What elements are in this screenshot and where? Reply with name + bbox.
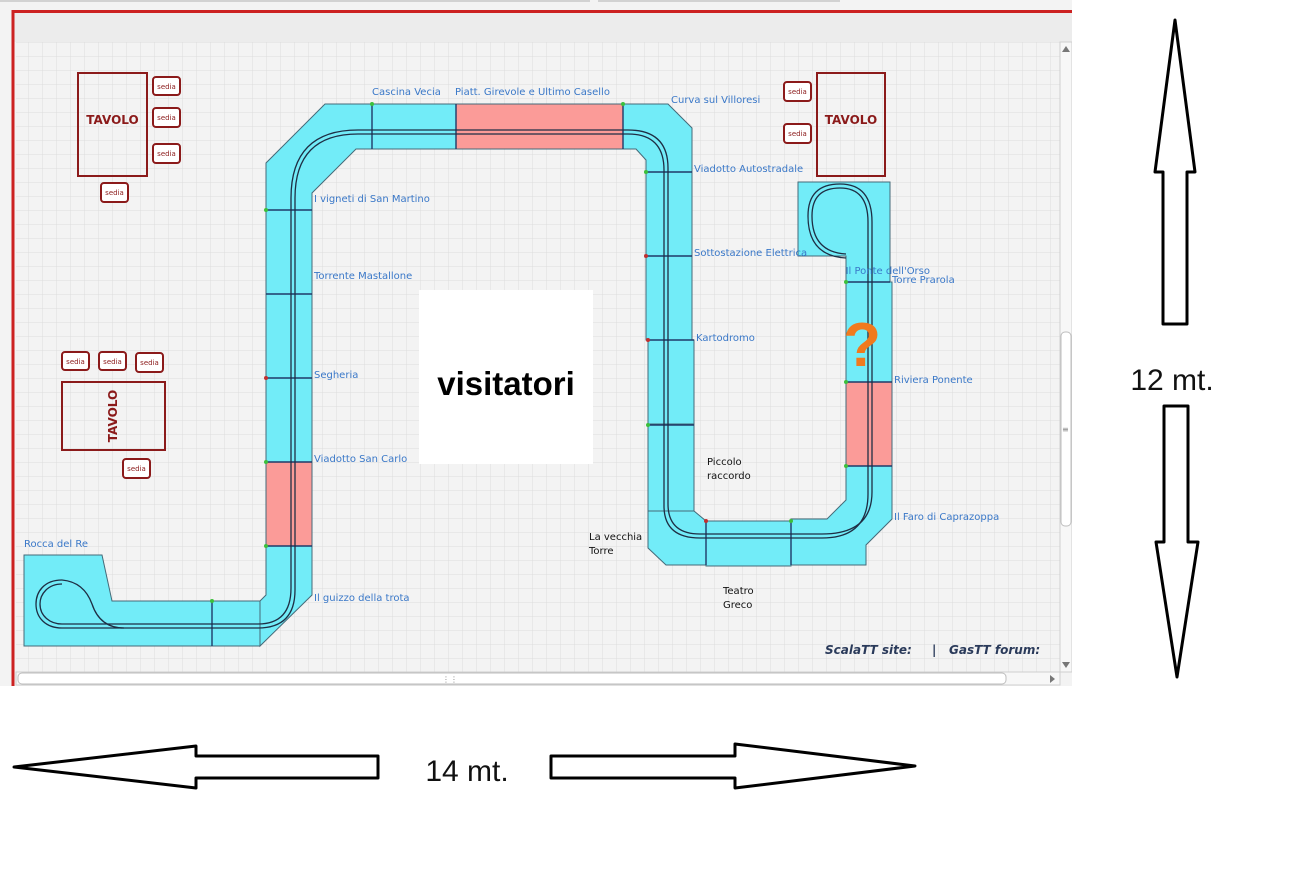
svg-text:sedia: sedia [127,465,146,473]
svg-text:sedia: sedia [140,359,159,367]
track-layout-diagram: ≡ ⋮⋮ [0,0,1072,686]
layout-editor-window: ≡ ⋮⋮ [0,0,1072,686]
width-arrow-right-icon [549,742,917,790]
question-mark: ? [843,311,881,380]
label-torre-prarola: Torre Prarola [891,275,955,286]
scroll-down-arrow-icon[interactable] [1062,662,1070,668]
label-viadotto-san-carlo: Viadotto San Carlo [314,454,407,465]
track-torrente[interactable] [265,293,313,379]
table-label: TAVOLO [106,390,120,442]
label-faro-caprazoppa: Il Faro di Caprazoppa [894,512,999,523]
label-guizzo-trota: Il guizzo della trota [314,593,410,604]
table-rect[interactable] [61,381,166,451]
scroll-up-arrow-icon[interactable] [1062,46,1070,52]
label-curva-villoresi: Curva sul Villoresi [671,95,760,106]
label-riviera-ponente: Riviera Ponente [894,375,973,386]
chair[interactable]: sedia [783,81,812,102]
track-prarola[interactable] [845,281,893,383]
track-vigneti[interactable] [265,209,313,295]
track-kartodromo[interactable] [647,339,695,425]
height-dimension-label: 12 mt. [1130,364,1213,397]
table-2: TAVOLO sedia sedia [783,72,886,177]
footer: ScalaTT site: | GasTT forum: [825,643,1040,657]
chair[interactable]: sedia [61,351,90,371]
scroll-grip-h-icon: ⋮⋮ [442,675,458,684]
chair[interactable]: sedia [152,76,181,96]
note-teatro-greco-2: Greco [723,600,752,611]
vertical-scrollbar-thumb[interactable] [1060,331,1072,527]
chair[interactable]: sedia [135,352,164,373]
rail-lines [35,129,873,629]
scroll-right-arrow-icon[interactable] [1050,675,1055,683]
svg-text:sedia: sedia [103,358,122,366]
svg-text:sedia: sedia [788,88,807,96]
table-3: TAVOLO sedia sedia sedia sedia [61,351,166,479]
label-ponte-orso: Il Ponte dell'Orso [846,266,930,277]
svg-text:sedia: sedia [157,83,176,91]
gastt-forum-link[interactable]: GasTT forum: [949,643,1040,657]
label-cascina-vecia: Cascina Vecia [372,87,441,98]
track-teatro-greco[interactable] [705,520,792,567]
chair[interactable]: sedia [100,182,129,203]
rail-rocca-spur [61,579,125,629]
label-segheria: Segheria [314,370,358,381]
svg-text:sedia: sedia [157,114,176,122]
highlight-sections [265,103,893,547]
chair[interactable]: sedia [98,351,127,371]
height-arrow-down-icon [1154,404,1200,679]
note-vecchia-torre-1: La vecchia [589,532,642,543]
note-piccolo-raccordo-1: Piccolo [707,457,742,468]
chair[interactable]: sedia [783,123,812,144]
window-top-strip [12,12,1072,42]
label-piatt-girevole: Piatt. Girevole e Ultimo Casello [455,87,610,98]
label-torrente-mastallone: Torrente Mastallone [313,271,412,282]
highlight-riviera-ponente[interactable] [845,381,893,467]
visitors-label: visitatori [437,365,575,402]
junction-dots [210,102,848,603]
table-label: TAVOLO [86,113,138,127]
scroll-grip-icon: ≡ [1062,425,1069,434]
rail-outer-loop [35,133,869,629]
visitors-area [419,290,593,464]
note-teatro-greco-1: Teatro [722,586,754,597]
label-kartodromo: Kartodromo [696,333,755,344]
label-vigneti-san-martino: I vigneti di San Martino [314,194,430,205]
svg-text:sedia: sedia [157,150,176,158]
table-label: TAVOLO [825,113,877,127]
section-labels: Rocca del Re Il guizzo della trota Viado… [24,87,999,604]
svg-text:sedia: sedia [788,130,807,138]
scalatt-site-link[interactable]: ScalaTT site: [825,643,912,657]
label-rocca-del-re: Rocca del Re [24,539,88,550]
rail-inner-loop [39,129,873,625]
svg-text:sedia: sedia [66,358,85,366]
track-faro[interactable] [790,465,893,566]
label-sottostazione: Sottostazione Elettrica [694,248,807,259]
height-arrow-up-icon [1153,18,1197,326]
chair[interactable]: sedia [152,107,181,128]
section-joints [211,104,892,646]
track-cascina-vecia[interactable] [371,103,457,150]
chair[interactable]: sedia [122,458,151,479]
footer-separator: | [932,643,936,657]
horizontal-scrollbar-thumb[interactable] [17,672,1007,685]
width-dimension-label: 14 mt. [425,755,508,788]
table-1: TAVOLO sedia sedia sedia sedia [77,72,181,203]
label-viadotto-autostradale: Viadotto Autostradale [694,164,803,175]
track-sottostazione[interactable] [645,255,693,341]
table-rect[interactable] [816,72,886,177]
annotation-labels: Piccolo raccordo La vecchia Torre Teatro… [588,457,754,611]
chair[interactable]: sedia [152,143,181,164]
width-arrow-left-icon [12,744,380,790]
note-vecchia-torre-2: Torre [588,546,614,557]
note-piccolo-raccordo-2: raccordo [707,471,751,482]
svg-text:sedia: sedia [105,189,124,197]
table-rect[interactable] [77,72,148,177]
